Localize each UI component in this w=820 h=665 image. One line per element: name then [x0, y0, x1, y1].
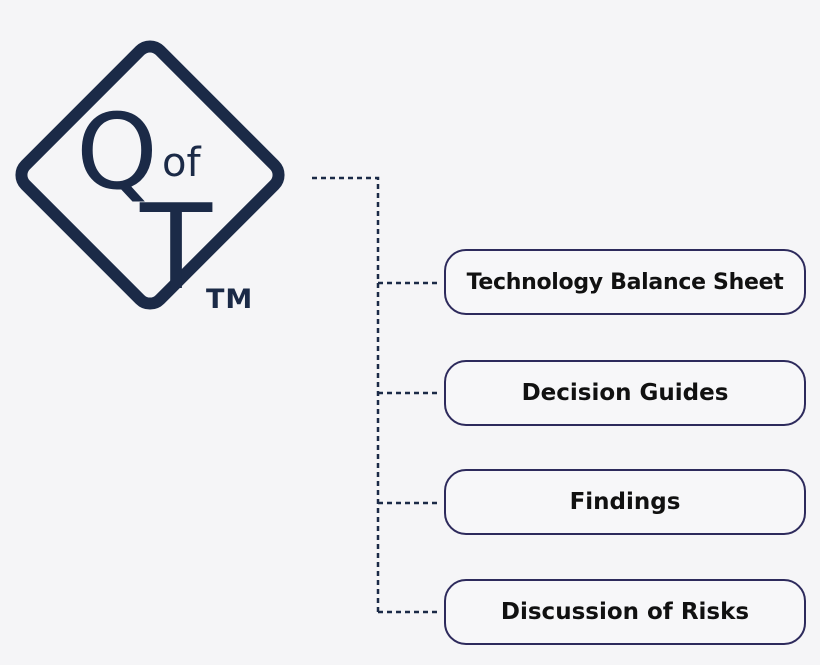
item-technology-balance-sheet: Technology Balance Sheet: [444, 249, 806, 315]
item-discussion-of-risks: Discussion of Risks: [444, 579, 806, 645]
logo-letter-q: Q: [76, 91, 158, 213]
logo-letter-t: T: [139, 178, 213, 316]
logo-letter-of: of: [162, 140, 201, 186]
qoft-logo: Q of T: [15, 40, 285, 316]
item-label: Decision Guides: [521, 380, 729, 406]
item-label: Discussion of Risks: [500, 599, 750, 625]
connector-trunk: [312, 176, 380, 612]
logo-diamond: [15, 40, 285, 310]
trademark-mark: TM: [206, 284, 254, 315]
item-label: Findings: [569, 489, 681, 515]
item-decision-guides: Decision Guides: [444, 360, 806, 426]
item-findings: Findings: [444, 469, 806, 535]
item-label: Technology Balance Sheet: [466, 269, 784, 295]
